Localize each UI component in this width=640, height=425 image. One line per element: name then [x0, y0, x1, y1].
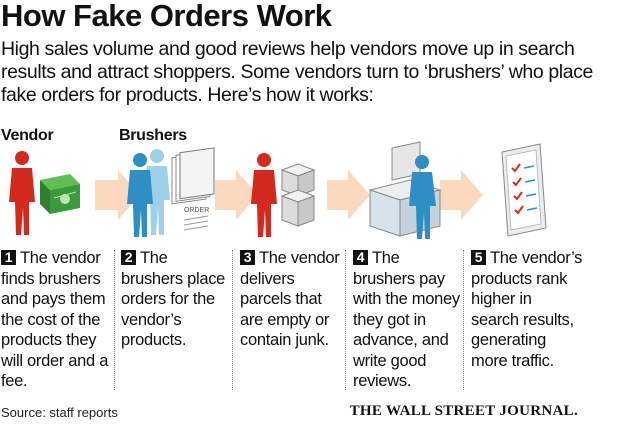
- ranking-checklist-icon: [501, 143, 547, 237]
- vendor-figure-2: [251, 153, 277, 237]
- process-illustration: ORDER: [9, 141, 547, 239]
- order-form-label: ORDER: [184, 207, 209, 214]
- step-number: 3: [240, 250, 255, 265]
- brushers-label: Brushers: [119, 127, 187, 144]
- order-forms-icon: ORDER: [171, 147, 215, 231]
- arrow-2: [215, 170, 258, 220]
- vendor-label: Vendor: [1, 127, 54, 144]
- arrow-3: [327, 170, 370, 220]
- step-number: 2: [121, 250, 136, 265]
- parcels-icon: [280, 163, 316, 227]
- step-text: The vendor’s products rank higher in sea…: [471, 249, 583, 370]
- publisher-logo: THE WALL STREET JOURNAL.: [349, 403, 578, 419]
- divider-1: [114, 250, 115, 390]
- arrow-1: [95, 170, 140, 220]
- arrow-4: [440, 170, 483, 220]
- divider-4: [463, 250, 464, 390]
- step-number: 4: [353, 250, 368, 265]
- step-text: The vendor delivers parcels that are emp…: [240, 249, 340, 349]
- source-note: Source: staff reports: [1, 405, 118, 420]
- step-number: 5: [471, 250, 486, 265]
- brusher-figure-2: [409, 155, 436, 239]
- intro-text: High sales volume and good reviews help …: [1, 38, 593, 106]
- vendor-figure: [9, 151, 35, 235]
- step-number: 1: [1, 250, 16, 265]
- divider-3: [345, 250, 346, 390]
- step-text: The brushers place orders for the vendor…: [121, 249, 226, 349]
- brusher-figure-front: [127, 153, 153, 237]
- step-text: The vendor finds brushers and pays them …: [1, 249, 109, 390]
- divider-2: [232, 250, 233, 390]
- page-title: How Fake Orders Work: [1, 0, 332, 33]
- step-text: The brushers pay with the money they got…: [353, 249, 460, 390]
- money-icon: [40, 174, 80, 214]
